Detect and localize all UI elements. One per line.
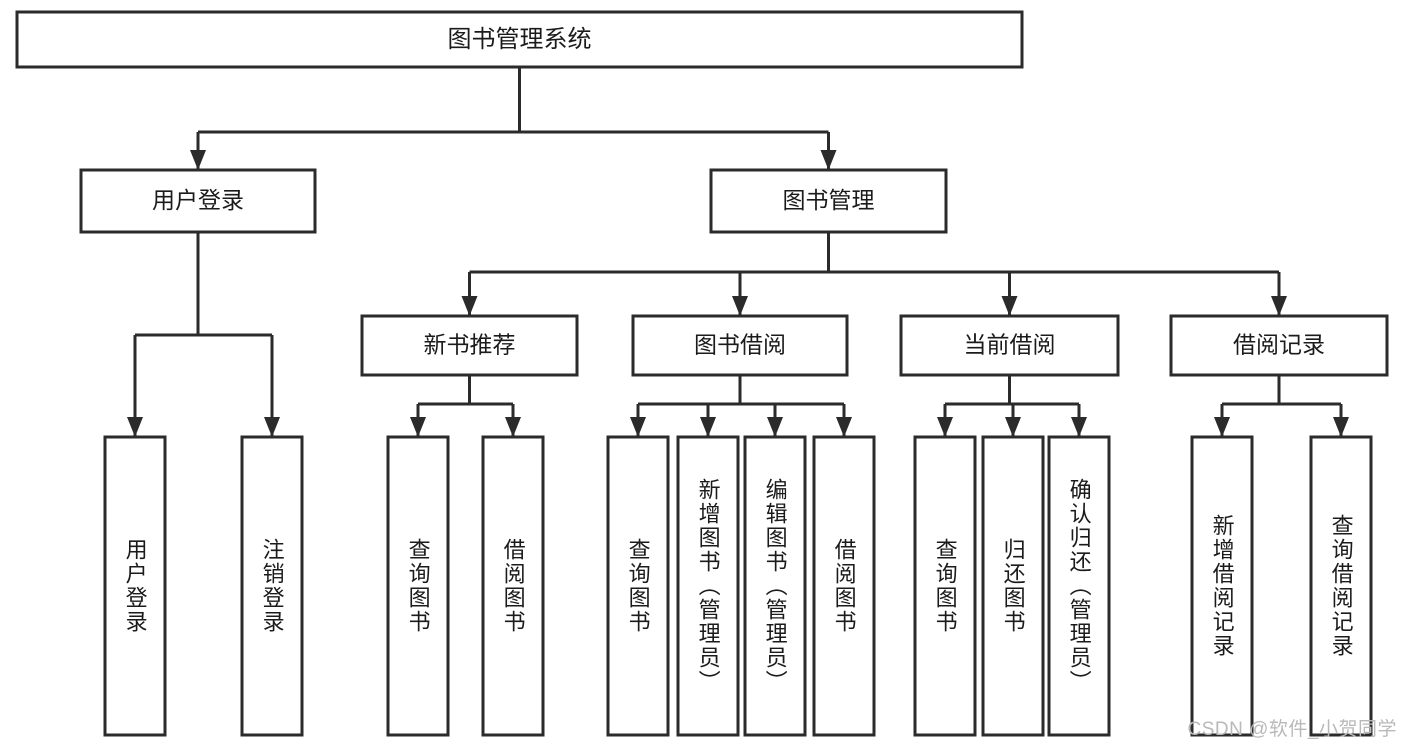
arrow-head-icon <box>1271 296 1287 316</box>
arrow-head-icon <box>127 417 143 437</box>
arrow-head-icon <box>1214 417 1230 437</box>
arrow-head-icon <box>410 417 426 437</box>
arrow-head-icon <box>937 417 953 437</box>
node-box-leaf-query-book-1[interactable] <box>386 435 450 737</box>
arrow-head-icon <box>1005 417 1021 437</box>
arrow-head-icon <box>700 417 716 437</box>
arrow-head-icon <box>1071 417 1087 437</box>
node-box-leaf-confirm-return[interactable] <box>1047 435 1111 737</box>
arrow-head-icon <box>1001 296 1018 316</box>
node-label-book-borrow: 图书借阅 <box>694 332 786 358</box>
arrow-head-icon <box>732 296 748 316</box>
arrow-head-icon <box>820 150 837 170</box>
node-box-current-borrow[interactable] <box>899 314 1120 377</box>
node-box-leaf-return-book[interactable] <box>981 435 1045 737</box>
node-box-leaf-query-book-3[interactable] <box>913 435 977 737</box>
arrow-head-icon <box>190 150 206 170</box>
arrow-head-icon <box>1333 417 1349 437</box>
node-box-root[interactable] <box>15 10 1024 69</box>
node-box-leaf-query-book-2[interactable] <box>606 435 670 737</box>
arrow-head-icon <box>264 417 280 437</box>
node-box-user-login[interactable] <box>79 168 317 234</box>
arrow-head-icon <box>767 417 783 437</box>
node-box-book-manage[interactable] <box>709 168 948 234</box>
node-box-leaf-user-login[interactable] <box>103 435 167 737</box>
node-box-leaf-edit-book[interactable] <box>743 435 807 737</box>
node-box-leaf-borrow-book-2[interactable] <box>812 435 876 737</box>
node-box-leaf-logout[interactable] <box>240 435 304 737</box>
node-label-borrow-record: 借阅记录 <box>1233 332 1325 358</box>
arrow-head-icon <box>836 417 852 437</box>
arrow-head-icon <box>505 417 521 437</box>
arrow-head-icon <box>630 417 646 437</box>
node-box-leaf-add-book[interactable] <box>676 435 740 737</box>
node-box-book-borrow[interactable] <box>631 314 849 377</box>
arrow-head-icon <box>461 296 478 316</box>
node-label-current-borrow: 当前借阅 <box>964 332 1056 358</box>
watermark-text: CSDN @软件_小贺同学 <box>1187 719 1397 740</box>
node-box-borrow-record[interactable] <box>1169 314 1389 377</box>
node-box-leaf-query-record[interactable] <box>1309 435 1373 737</box>
node-label-root: 图书管理系统 <box>448 26 592 53</box>
node-boxes <box>15 10 1389 737</box>
node-box-leaf-add-record[interactable] <box>1190 435 1254 737</box>
node-label-book-manage: 图书管理 <box>783 187 875 213</box>
connector-lines <box>127 67 1349 437</box>
node-box-leaf-borrow-book-1[interactable] <box>481 435 545 737</box>
node-label-new-book-recommend: 新书推荐 <box>424 332 516 358</box>
node-label-user-login: 用户登录 <box>152 187 244 213</box>
node-box-new-book-recommend[interactable] <box>360 314 579 377</box>
